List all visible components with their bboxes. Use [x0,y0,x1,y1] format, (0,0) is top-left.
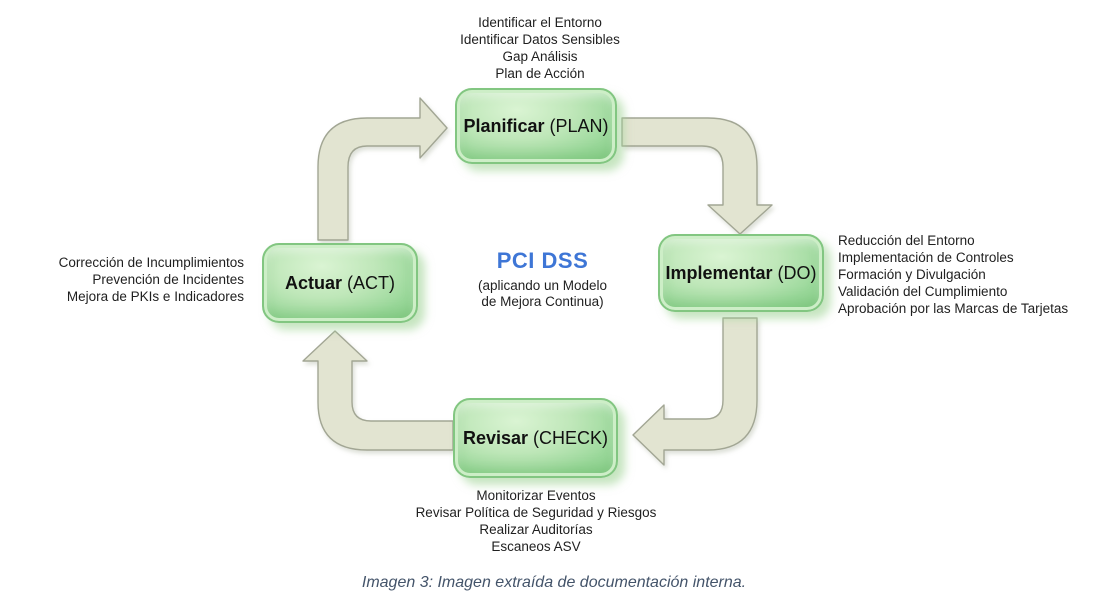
node-actuar: Actuar (ACT) [262,243,418,323]
figure-caption: Imagen 3: Imagen extraída de documentaci… [361,574,747,591]
task-item: Monitorizar Eventos [476,488,596,503]
task-item: Identificar Datos Sensibles [460,32,620,47]
task-item: Aprobación por las Marcas de Tarjetas [838,301,1069,316]
node-label: Revisar [462,427,529,448]
node-label: Actuar [284,272,342,293]
node-revisar: Revisar (CHECK) [453,398,618,478]
node-tag: (CHECK) [533,427,609,448]
diagram-title: PCI DSS [496,248,589,273]
task-item: Escaneos ASV [491,539,581,554]
task-item: Implementación de Controles [838,250,1014,265]
task-item: Revisar Política de Seguridad y Riesgos [415,505,657,520]
check-task-list: Monitorizar Eventos Revisar Política de … [386,487,686,555]
center-title-block: PCI DSS (aplicando un Modelo de Mejora C… [440,248,645,310]
node-label: Planificar [463,115,545,136]
subtitle-line: (aplicando un Modelo [477,278,608,293]
arrow-plan-to-do-icon [621,117,773,235]
node-tag: (DO) [777,262,817,283]
node-tag: (ACT) [347,272,395,293]
node-tag: (PLAN) [549,115,609,136]
subtitle-line: de Mejora Continua) [481,294,604,309]
task-item: Gap Análisis [502,49,578,64]
arrow-check-to-act-icon [302,330,454,451]
act-task-list: Corrección de Incumplimientos Prevención… [28,254,244,305]
do-task-list: Reducción del Entorno Implementación de … [838,232,1102,317]
node-label: Implementar [665,262,773,283]
task-item: Validación del Cumplimiento [838,284,1008,299]
node-implementar: Implementar (DO) [658,234,824,312]
task-item: Formación y Divulgación [838,267,986,282]
task-item: Plan de Acción [495,66,585,81]
task-item: Identificar el Entorno [478,15,602,30]
node-planificar: Planificar (PLAN) [455,88,617,164]
task-item: Prevención de Incidentes [92,272,244,287]
arrow-act-to-plan-icon [317,97,448,241]
diagram-subtitle: (aplicando un Modelo de Mejora Continua) [440,278,645,310]
arrow-do-to-check-icon [632,317,758,466]
task-item: Mejora de PKIs e Indicadores [66,289,244,304]
plan-task-list: Identificar el Entorno Identificar Datos… [390,14,690,82]
task-item: Corrección de Incumplimientos [58,255,244,270]
task-item: Realizar Auditorías [479,522,593,537]
task-item: Reducción del Entorno [838,233,975,248]
